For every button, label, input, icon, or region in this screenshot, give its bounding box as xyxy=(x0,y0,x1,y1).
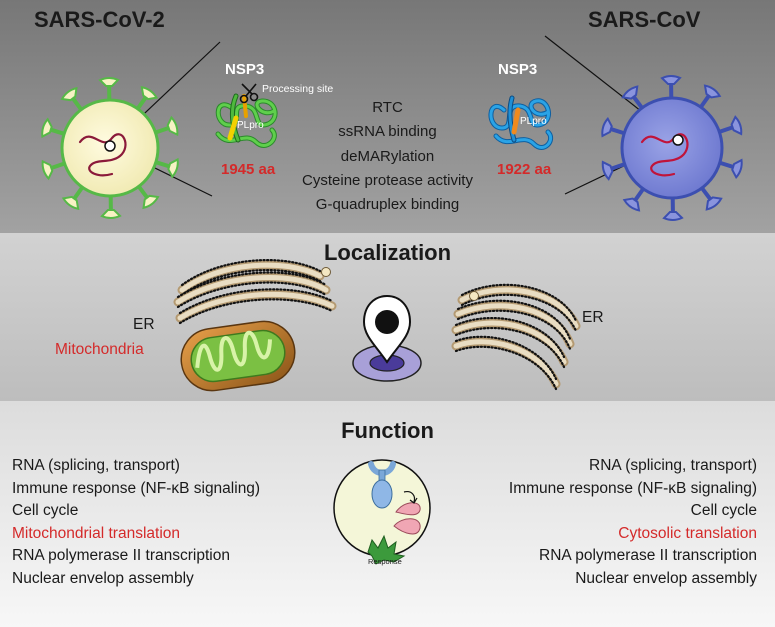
activity-item: G-quadruplex binding xyxy=(315,196,460,213)
function-item: Immune response (NF-κB signaling) xyxy=(12,479,261,497)
function-list-sars-cov: RNA (splicing, transport) Immune respons… xyxy=(509,455,757,591)
function-item: RNA polymerase II transcription xyxy=(539,547,757,565)
nsp3-label-left: NSP3 xyxy=(225,61,265,78)
function-list-sars-cov-2: RNA (splicing, transport) Immune respons… xyxy=(12,455,260,591)
mitochondrion-icon xyxy=(180,320,296,392)
response-label: Response xyxy=(368,557,402,566)
function-item: Cell cycle xyxy=(12,502,79,520)
scissors-icon xyxy=(239,83,259,104)
processing-site-label: Processing site xyxy=(262,83,334,95)
er-label-left: ER xyxy=(133,316,155,333)
function-item: RNA (splicing, transport) xyxy=(589,457,757,474)
function-title: Function xyxy=(341,418,434,443)
er-membrane-right-icon xyxy=(451,283,581,391)
mitochondria-label: Mitochondria xyxy=(55,341,144,358)
nsp3-protein-sars-cov-icon xyxy=(488,95,554,150)
location-pin-icon xyxy=(352,294,422,382)
localization-title: Localization xyxy=(323,240,452,265)
function-item: Cell cycle xyxy=(690,502,757,520)
function-item-highlighted: Cytosolic translation xyxy=(618,524,757,542)
length-label-left: 1945 aa xyxy=(221,161,276,178)
cell-receptor-icon xyxy=(333,459,431,565)
activity-item: RTC xyxy=(372,99,403,116)
function-item: Nuclear envelop assembly xyxy=(12,569,194,587)
activity-item: ssRNA binding xyxy=(338,123,437,140)
sars-cov-2-virus-icon xyxy=(41,77,179,219)
function-item: Nuclear envelop assembly xyxy=(575,569,757,587)
length-label-right: 1922 aa xyxy=(497,161,552,178)
nsp3-label-right: NSP3 xyxy=(498,61,538,78)
plpro-label-left: PLpro xyxy=(237,120,264,131)
function-item: RNA polymerase II transcription xyxy=(12,547,230,565)
sars-cov-2-title: SARS-CoV-2 xyxy=(34,7,165,32)
nsp3-protein-sars-cov-2-icon xyxy=(215,93,278,148)
activity-item: deMARylation xyxy=(340,148,435,165)
function-item-highlighted: Mitochondrial translation xyxy=(12,524,181,542)
function-item: RNA (splicing, transport) xyxy=(12,457,180,474)
er-label-right: ER xyxy=(582,309,604,326)
sars-cov-title: SARS-CoV xyxy=(588,7,701,32)
plpro-label-right: PLpro xyxy=(520,116,547,127)
function-item: Immune response (NF-κB signaling) xyxy=(508,479,757,497)
activity-item: Cysteine protease activity xyxy=(302,172,473,189)
er-membrane-left-icon xyxy=(173,259,337,325)
sars-cov-virus-icon xyxy=(601,75,743,221)
